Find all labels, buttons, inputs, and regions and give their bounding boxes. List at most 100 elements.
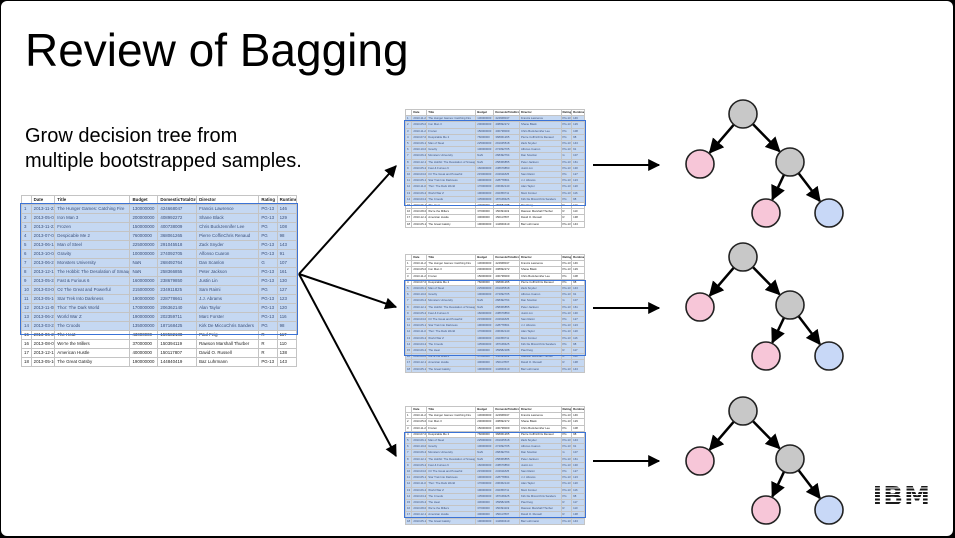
tree-edge: [751, 266, 781, 296]
table-cell: 200000000: [475, 418, 495, 426]
table-cell: 7: [404, 297, 413, 305]
table-cell: 40000000: [475, 214, 495, 222]
table-cell: Pierre CoffinChris Renaud: [518, 430, 562, 439]
leaf-node: [685, 446, 715, 476]
table-cell: Dan Scanlon: [518, 297, 562, 305]
table-cell: 117: [571, 347, 585, 355]
tree-edge: [708, 123, 735, 154]
table-cell: 150000000: [475, 272, 495, 280]
slide-title: Review of Bagging: [25, 24, 409, 76]
column-header: [404, 108, 413, 117]
table-cell: 76000000: [475, 278, 495, 287]
fanout-arrow-1: [298, 165, 397, 275]
table-cell: Shane Black: [518, 121, 562, 129]
tree-edge: [771, 317, 786, 344]
table-cell: 3: [404, 424, 413, 432]
table-cell: 120: [571, 480, 585, 488]
table-cell: 116: [571, 486, 585, 494]
table-cell: Dan Scanlon: [518, 449, 562, 457]
table-cell: 200000000: [475, 266, 495, 274]
table-cell: 16: [404, 353, 413, 361]
table-cell: 170000000: [475, 328, 495, 336]
table-cell: Pierre CoffinChris Renaud: [518, 133, 562, 142]
table-cell: 120: [571, 328, 585, 336]
table-cell: 100000000: [475, 146, 495, 154]
tree-edge: [797, 315, 821, 346]
root-node: [728, 242, 758, 272]
table-cell: Shane Black: [518, 266, 562, 274]
table-cell: Zack Snyder: [518, 284, 562, 293]
table-cell: 143: [571, 220, 585, 228]
table-cell: 110: [571, 505, 585, 513]
table-cell: 16: [404, 208, 413, 216]
column-header: Runtime: [571, 253, 585, 262]
table-cell: 108: [571, 272, 585, 280]
table-cell: 130: [571, 309, 585, 318]
table-cell: 8: [404, 455, 413, 463]
leaf-node: [814, 495, 844, 525]
split-node: [775, 444, 805, 474]
table-cell: 4: [404, 278, 413, 287]
tree-edge: [771, 174, 786, 201]
table-cell: 12: [404, 183, 413, 191]
table-cell: David O. Russell: [518, 214, 562, 222]
table-cell: 143: [571, 517, 585, 525]
table-cell: 161: [571, 455, 585, 463]
split-node: [775, 147, 805, 177]
table-cell: 190000000: [475, 189, 495, 197]
table-cell: 225000000: [475, 284, 495, 293]
table-cell: 143: [571, 284, 585, 293]
table-cell: 117: [571, 499, 585, 507]
table-cell: Baz Luhrmann: [518, 365, 562, 373]
table-cell: David O. Russell: [518, 359, 562, 367]
fanout-arrow-3: [298, 273, 397, 458]
table-cell: 37000000: [475, 208, 495, 216]
table-cell: 13: [404, 189, 413, 197]
table-cell: 129: [571, 418, 585, 426]
table-cell: Kirk De MiccoChris Sanders: [518, 195, 562, 204]
table-cell: 170000000: [475, 183, 495, 191]
table-cell: 4: [404, 430, 413, 439]
table-cell: 138: [571, 359, 585, 367]
table-cell: 123: [571, 322, 585, 330]
table-cell: 200000000: [475, 121, 495, 129]
table-cell: 43000000: [475, 499, 495, 507]
table-cell: 6: [404, 443, 413, 451]
table-cell: 14: [404, 195, 413, 204]
table-cell: 98: [571, 492, 585, 501]
table-cell: 18: [404, 365, 413, 373]
table-cell: Francis Lawrence: [518, 260, 562, 268]
table-cell: 150000000: [475, 127, 495, 135]
table-cell: Rawson Marshall Thurber: [518, 208, 562, 216]
table-cell: 11: [404, 322, 413, 330]
table-cell: Peter Jackson: [518, 455, 562, 463]
table-cell: 76000000: [475, 430, 495, 439]
table-cell: Francis Lawrence: [518, 412, 562, 420]
table-cell: 15: [404, 347, 413, 355]
table-cell: 160000000: [475, 461, 495, 470]
bootstrap-sample-table-2: DateTitleBudgetDomesticTotalGrossDirecto…: [404, 253, 585, 373]
table-cell: 3: [404, 272, 413, 280]
